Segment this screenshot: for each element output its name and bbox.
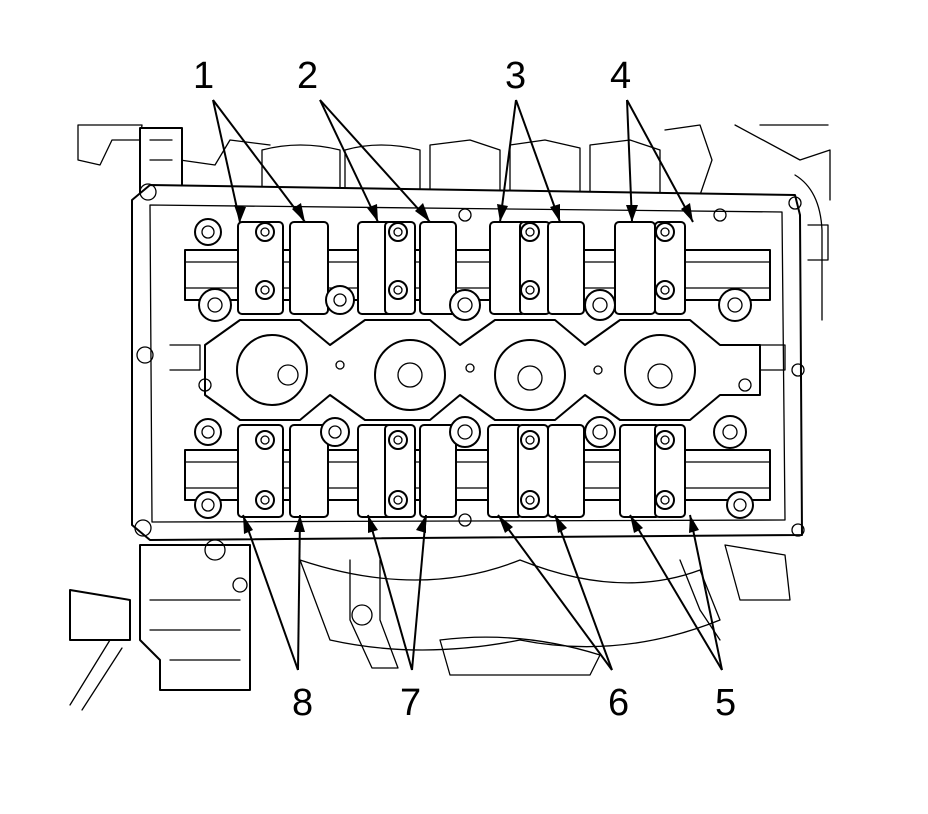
callout-leaders xyxy=(212,99,723,671)
callout-4: 4 xyxy=(610,55,631,97)
callout-7: 7 xyxy=(400,682,421,724)
callout-8: 8 xyxy=(292,682,313,724)
spark-plug-bores xyxy=(198,319,761,421)
cap-bolts xyxy=(194,208,754,527)
callout-6: 6 xyxy=(608,682,629,724)
bearing-caps-upper xyxy=(237,221,686,315)
callout-1: 1 xyxy=(193,55,214,97)
bearing-caps-lower xyxy=(237,424,686,518)
callout-2: 2 xyxy=(297,55,318,97)
callout-5: 5 xyxy=(715,682,736,724)
callout-3: 3 xyxy=(505,55,526,97)
